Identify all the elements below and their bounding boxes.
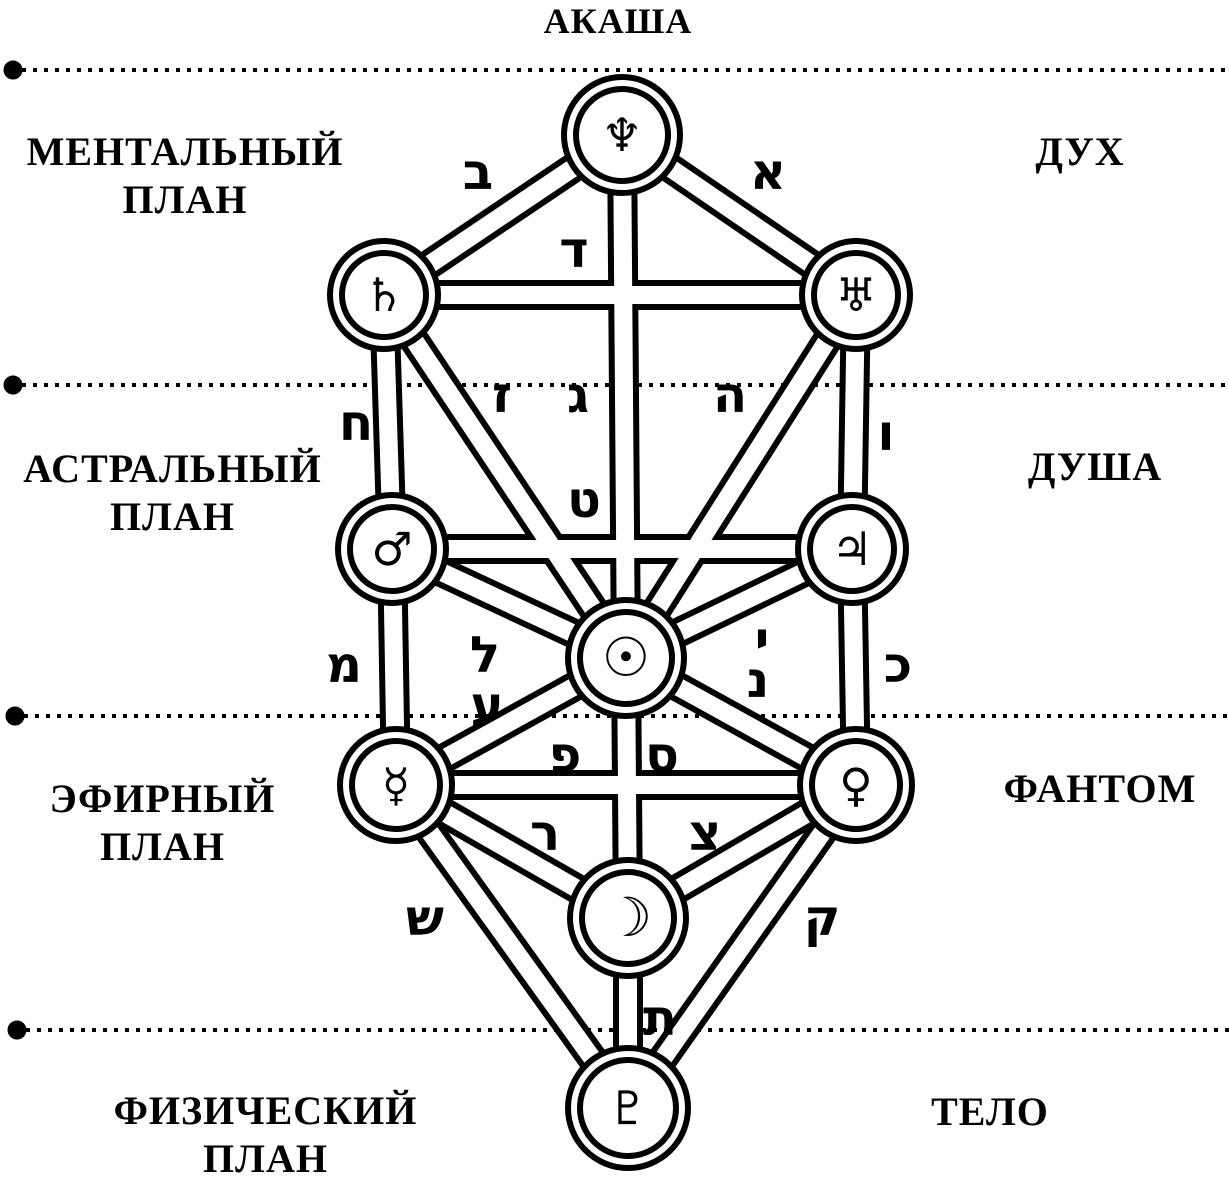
sephirah-neptune-inner-ring <box>573 86 671 184</box>
mercury-icon: ☿ <box>381 758 411 812</box>
hebrew-tsadi: צ <box>688 804 722 862</box>
astral-plane-line1: АСТРАЛЬНЫЙ <box>23 446 322 491</box>
hebrew-lamed: ל <box>469 626 501 684</box>
sephirah-saturn-inner-ring <box>339 250 429 340</box>
etheric-plane-line2: ПЛАН <box>100 824 225 869</box>
spirit-label: ДУХ <box>1035 129 1125 174</box>
hebrew-he: ה <box>712 366 748 424</box>
uranus-icon: ♅ <box>835 268 877 322</box>
hebrew-cheth: ח <box>338 394 374 452</box>
neptune-icon: ♆ <box>601 108 643 162</box>
hebrew-aleph: א <box>749 143 787 201</box>
sephirot-circles <box>327 74 915 1171</box>
astral-plane-label: АСТРАЛЬНЫЙ ПЛАН <box>0 445 345 541</box>
hebrew-tav: ת <box>642 989 678 1047</box>
mental-plane-label: МЕНТАЛЬНЫЙ ПЛАН <box>10 128 360 224</box>
divider-etheric-physical <box>7 1020 1229 1040</box>
hebrew-gimel: ג <box>566 366 590 424</box>
astral-plane-line2: ПЛАН <box>110 494 235 539</box>
hebrew-teth: ט <box>567 471 601 529</box>
path-qoph-fill <box>620 779 864 1114</box>
sephirah-mars-inner-ring <box>347 504 437 594</box>
hebrew-nun: נ <box>746 651 770 709</box>
mars-icon: ♂ <box>371 522 413 576</box>
venus-icon: ♀ <box>839 758 873 812</box>
sephirah-mercury-inner-ring <box>349 738 443 832</box>
pluto-icon: ♇ <box>607 1081 649 1135</box>
hebrew-shin: ש <box>406 889 444 947</box>
mental-plane-line2: ПЛАН <box>122 177 248 222</box>
hebrew-zayin: ז <box>491 366 513 424</box>
hebrew-resh: ר <box>529 804 561 862</box>
sephirah-pluto-inner-ring <box>577 1057 679 1159</box>
hebrew-kaph: כ <box>883 636 913 694</box>
hebrew-samekh: ס <box>645 726 679 784</box>
saturn-icon: ♄ <box>363 268 405 322</box>
jupiter-icon: ♃ <box>831 522 873 576</box>
sephirah-moon-inner-ring <box>579 869 677 967</box>
mental-plane-line1: МЕНТАЛЬНЫЙ <box>26 129 344 174</box>
sephirah-sun-inner-ring <box>577 609 675 707</box>
hebrew-qoph: ק <box>803 889 841 947</box>
divider-akasha-mental <box>3 60 1229 80</box>
soul-label: ДУША <box>1027 444 1163 489</box>
physical-plane-line2: ПЛАН <box>203 1136 328 1181</box>
hebrew-vav: ו <box>877 404 895 462</box>
hebrew-mem: מ <box>325 636 363 694</box>
sephirah-uranus-inner-ring <box>811 250 901 340</box>
physical-plane-line1: ФИЗИЧЕСКИЙ <box>113 1088 418 1133</box>
akasha-label: АКАША <box>543 1 693 41</box>
hebrew-yod: י <box>754 611 770 669</box>
divider-mental-astral <box>3 375 1229 395</box>
hebrew-ayin: ע <box>470 676 504 734</box>
physical-plane-label: ФИЗИЧЕСКИЙ ПЛАН <box>88 1087 443 1183</box>
hebrew-pe: פ <box>548 726 582 784</box>
path-he-fill <box>618 290 864 663</box>
body-label: ТЕЛО <box>931 1089 1049 1134</box>
plane-divider-lines <box>3 60 1229 1040</box>
sephirah-venus-inner-ring <box>809 738 903 832</box>
path-gimel-fill <box>613 134 635 659</box>
phantom-label: ФАНТОМ <box>1003 766 1197 811</box>
etheric-plane-line1: ЭФИРНЫЙ <box>49 776 276 821</box>
hebrew-beth: ב <box>462 143 494 201</box>
moon-icon: ☽ <box>603 886 653 949</box>
hebrew-daleth: ד <box>559 221 589 279</box>
etheric-plane-label: ЭФИРНЫЙ ПЛАН <box>30 775 295 871</box>
path-zayin-fill <box>376 290 634 663</box>
sephirah-jupiter-inner-ring <box>807 504 897 594</box>
sun-icon: ☉ <box>601 626 651 689</box>
path-shin-fill <box>388 779 636 1114</box>
divider-astral-etheric <box>5 706 1229 726</box>
